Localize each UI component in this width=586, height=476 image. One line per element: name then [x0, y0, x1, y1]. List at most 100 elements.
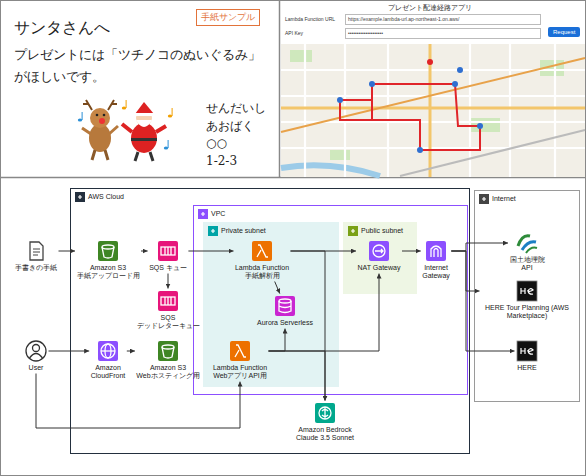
group-label: AWS Cloud: [88, 193, 124, 201]
text-label: ••••••••••••••••••••: [345, 28, 541, 39]
service-icon: [368, 240, 390, 262]
service-icon: [229, 340, 251, 362]
group-box: AWS CloudVPC Private subnetLambda Functio…: [70, 188, 470, 454]
node-label: API: [521, 264, 532, 272]
node-label: Lambda Function: [235, 264, 289, 272]
text-label: Request: [548, 27, 580, 37]
text-label: サンタさんへ: [14, 18, 110, 39]
service-node: Aurora Serverless: [257, 295, 313, 327]
node-label: NAT Gateway: [358, 264, 401, 272]
node-label: HERE Tour Planning (AWS Marketplace): [481, 304, 573, 320]
connector: [49, 351, 90, 352]
service-icon: [425, 240, 447, 262]
text-label: せんだいし: [206, 100, 266, 117]
node-label: SQS キュー: [149, 264, 187, 272]
group-box: Public subnetNAT Gateway: [343, 222, 417, 294]
service-node: Amazon BedrockClaude 3.5 Sonnet: [296, 402, 354, 442]
group-box: VPCPrivate subnetLambda Function手紙解析用Aur…: [193, 205, 468, 395]
text-label: API Key: [285, 30, 303, 36]
text-label: あおばく: [206, 118, 254, 135]
group-label: VPC: [211, 210, 225, 218]
node-label: デッドレターキュー: [137, 322, 200, 330]
group-label: Public subnet: [361, 227, 403, 235]
group-icon: [198, 209, 208, 219]
node-label: 手紙解析用: [245, 272, 280, 280]
service-node: AmazonCloudFront: [91, 340, 126, 380]
node-label: Amazon S3: [150, 364, 186, 372]
connector: [269, 351, 326, 401]
service-node: User: [25, 340, 47, 372]
node-label: HERE: [517, 364, 536, 372]
connector: [141, 251, 148, 252]
node-label: 手紙アップロード用: [77, 272, 140, 280]
connector: [402, 251, 421, 252]
group-box: Private subnetLambda Function手紙解析用Aurora…: [203, 222, 339, 387]
connector: [275, 282, 280, 294]
text-label: Lambda Function URL: [285, 16, 335, 22]
service-icon: [251, 240, 273, 262]
group-icon: [479, 194, 489, 204]
connector: [291, 251, 326, 401]
group-icon: [348, 226, 358, 236]
connector: [269, 329, 286, 352]
connector: [59, 251, 76, 252]
service-icon: [157, 240, 179, 262]
node-label: 手書きの手紙: [15, 264, 57, 272]
connector: [36, 374, 240, 429]
service-node: 手書きの手紙: [15, 240, 57, 272]
service-node: Lambda FunctionWebアプリAPI用: [213, 340, 267, 380]
service-node: NAT Gateway: [358, 240, 401, 272]
service-node: Amazon S3Webホスティング用: [136, 340, 199, 380]
group-label: Internet: [492, 195, 516, 203]
node-label: Amazon Bedrock: [298, 426, 351, 434]
group-icon: [75, 192, 85, 202]
node-label: User: [29, 364, 44, 372]
service-node: HERE Tour Planning (AWS Marketplace): [481, 280, 573, 320]
connector: [188, 251, 233, 252]
text-label: ○○: [206, 136, 227, 150]
service-icon: [157, 290, 179, 312]
service-icon: [516, 280, 538, 302]
service-icon: [25, 240, 47, 262]
group-label: Private subnet: [221, 227, 266, 235]
service-node: SQS キュー: [149, 240, 187, 272]
service-node: 国土地理院API: [510, 232, 545, 272]
connector: [451, 251, 479, 291]
connector: [168, 274, 169, 289]
service-icon: [97, 240, 119, 262]
service-icon: [516, 232, 538, 254]
node-label: Amazon S3: [90, 264, 126, 272]
node-label: Aurora Serverless: [257, 319, 313, 327]
group-icon: [208, 226, 218, 236]
service-node: SQSデッドレターキュー: [137, 290, 200, 330]
text-label: 1-2-3: [206, 154, 237, 168]
node-label: Amazon: [95, 364, 121, 372]
node-label: Lambda Function: [213, 364, 267, 372]
node-label: Gateway: [422, 272, 450, 280]
node-label: 国土地理院: [510, 256, 545, 264]
node-label: CloudFront: [91, 372, 126, 380]
service-icon: [274, 295, 296, 317]
node-label: Claude 3.5 Sonnet: [296, 434, 354, 442]
node-label: SQS: [161, 314, 176, 322]
text-label: 手紙サンプル: [196, 9, 260, 26]
connector: [269, 274, 380, 352]
service-icon: [314, 402, 336, 424]
service-node: Lambda Function手紙解析用: [235, 240, 289, 280]
text-label: プレゼントには「ツチノコのぬいぐるみ」がほしいです。: [14, 44, 264, 88]
node-label: Internet: [424, 264, 448, 272]
service-icon: [516, 340, 538, 362]
service-icon: [97, 340, 119, 362]
group-box: Internet 国土地理院API HERE Tour Planning (AWS …: [474, 190, 580, 402]
text-label: プレゼント配達経路アプリ: [388, 3, 472, 13]
service-node: InternetGateway: [422, 240, 450, 280]
service-icon: [25, 340, 47, 362]
text-label: https://example.lambda-url.ap-northeast-…: [345, 14, 541, 25]
service-icon: [157, 340, 179, 362]
node-label: WebアプリAPI用: [213, 372, 267, 380]
service-node: HERE: [516, 340, 538, 372]
connector: [127, 351, 135, 352]
service-node: Amazon S3手紙アップロード用: [77, 240, 140, 280]
connector: [451, 251, 514, 351]
connector: [451, 243, 508, 251]
